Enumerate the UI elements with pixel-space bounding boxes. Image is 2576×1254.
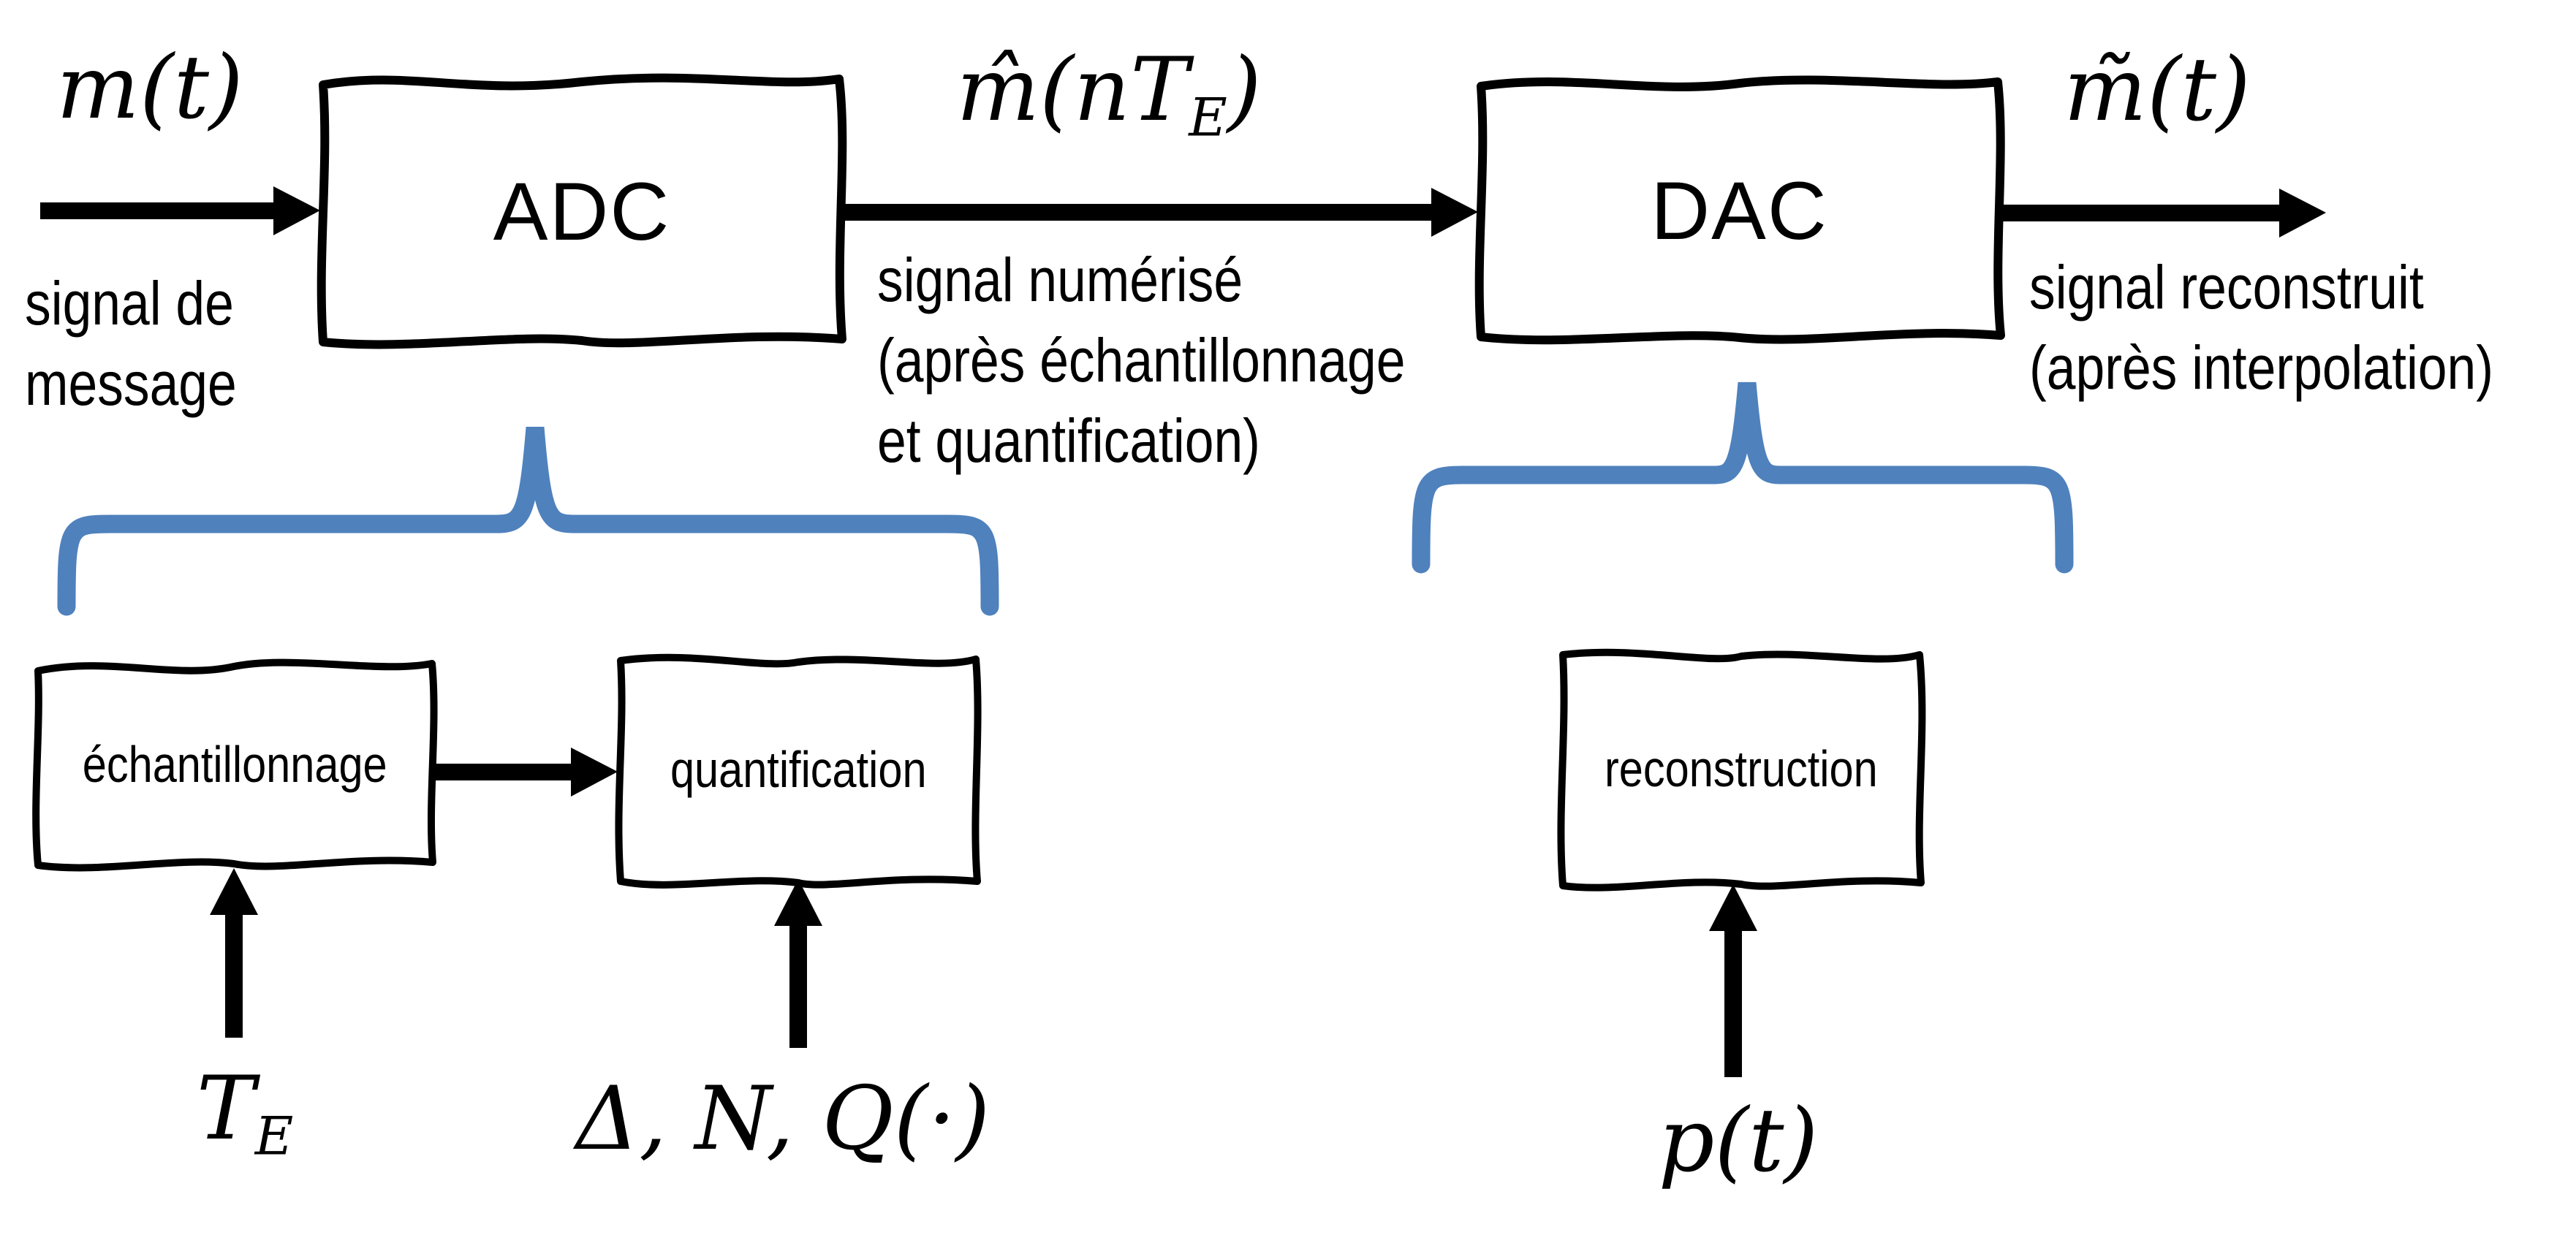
- caption-line: signal reconstruit: [2029, 253, 2424, 322]
- quantization-params-label: Δ, N, Q(·): [575, 1068, 990, 1170]
- output-signal-caption: signal reconstruit (après interpolation): [2029, 247, 2493, 408]
- arrow-te-to-sampling: [210, 868, 258, 1038]
- adc-box-outline: [317, 73, 847, 349]
- quantization-block-label: quantification: [670, 741, 927, 798]
- dac-block-label: DAC: [1651, 164, 1828, 256]
- input-signal-formula: m(t): [56, 37, 243, 139]
- dac-box-outline: [1474, 75, 2005, 345]
- caption-line: (après échantillonnage: [877, 326, 1406, 395]
- caption-line: message: [25, 349, 237, 418]
- output-signal-formula: m̃(t): [2064, 39, 2251, 141]
- sampling-block-label: échantillonnage: [83, 736, 387, 793]
- reconstruction-block-label: reconstruction: [1605, 740, 1878, 797]
- arrow-params-to-quantization: [774, 879, 822, 1048]
- caption-line: signal de: [25, 269, 234, 338]
- arrow-input-to-adc: [40, 186, 320, 235]
- arrow-adc-to-dac: [842, 188, 1478, 237]
- input-signal-caption: signal de message: [25, 263, 237, 424]
- arrow-pt-to-reconstruction: [1709, 884, 1757, 1077]
- arrow-dac-output: [2001, 189, 2326, 238]
- reconstruction-pulse-label: p(t): [1658, 1090, 1819, 1192]
- arrow-sampling-to-quantization: [435, 748, 618, 797]
- digitized-signal-formula: m̂(nTE): [956, 39, 1262, 148]
- brace-dac-expansion: [1412, 381, 2074, 574]
- brace-adc-expansion: [57, 426, 999, 616]
- caption-line: et quantification): [877, 406, 1260, 475]
- adc-block-label: ADC: [493, 165, 671, 257]
- caption-line: (après interpolation): [2029, 333, 2494, 402]
- sampling-box-outline: [32, 658, 438, 872]
- quantization-box-outline: [615, 653, 982, 889]
- reconstruction-box-outline: [1557, 648, 1926, 892]
- sampling-period-label: TE: [196, 1058, 294, 1167]
- digitized-signal-caption: signal numérisé (après échantillonnage e…: [877, 240, 1405, 481]
- caption-line: signal numérisé: [877, 246, 1243, 314]
